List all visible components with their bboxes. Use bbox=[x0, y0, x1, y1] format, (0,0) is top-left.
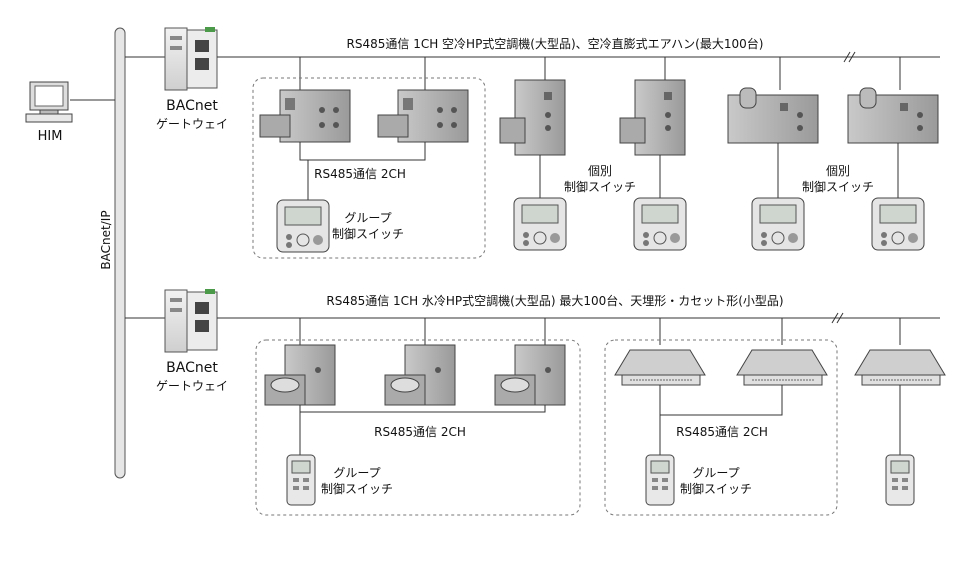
direct-expansion-unit bbox=[847, 87, 939, 144]
ac-unit-large bbox=[377, 89, 469, 143]
air-handler-unit bbox=[619, 79, 686, 156]
row1-individual-switch-a-line2: 制御スイッチ bbox=[564, 179, 636, 194]
cassette-unit bbox=[614, 349, 706, 386]
row2-group-box-b bbox=[604, 339, 838, 516]
water-cooled-unit bbox=[384, 344, 456, 406]
cassette-unit bbox=[736, 349, 828, 386]
individual-control-remote bbox=[885, 454, 915, 506]
row2-group-link-b bbox=[659, 385, 783, 416]
row2-group-switch-b-line2: 制御スイッチ bbox=[680, 481, 752, 496]
row1-individual-switch-b-line2: 制御スイッチ bbox=[802, 179, 874, 194]
row2-group-switch-a-line2: 制御スイッチ bbox=[321, 481, 393, 496]
individual-control-switch bbox=[633, 197, 687, 251]
row1-group-link bbox=[299, 142, 426, 161]
row1-group-link-label: RS485通信 2CH bbox=[314, 167, 406, 181]
gateway-1-label-1: BACnet bbox=[166, 98, 218, 114]
row1-rs485-bus: RS485通信 1CH 空冷HP式空調機(大型品)、空冷直膨式エアハン(最大10… bbox=[217, 36, 940, 90]
cassette-unit bbox=[854, 349, 946, 386]
him-label: HIM bbox=[38, 129, 63, 144]
group-control-switch bbox=[276, 199, 330, 253]
individual-control-switch bbox=[871, 197, 925, 251]
row2-group-box-a bbox=[255, 339, 581, 516]
row2-group-link-a bbox=[299, 405, 546, 413]
row1-bus-title: RS485通信 1CH 空冷HP式空調機(大型品)、空冷直膨式エアハン(最大10… bbox=[347, 36, 764, 51]
air-handler-unit bbox=[499, 79, 566, 156]
row1-group-switch-line1: グループ bbox=[344, 211, 391, 225]
bacnet-gateway-1: BACnet ゲートウェイ bbox=[125, 27, 228, 131]
row2-group-switch-b-line1: グループ bbox=[692, 466, 739, 480]
row2-group-link-a-label: RS485通信 2CH bbox=[374, 425, 466, 439]
water-cooled-unit bbox=[494, 344, 566, 406]
group-control-remote bbox=[645, 454, 675, 506]
direct-expansion-unit bbox=[727, 87, 819, 144]
gateway-2-label-1: BACnet bbox=[166, 360, 218, 376]
individual-control-switch bbox=[513, 197, 567, 251]
him-terminal: HIM bbox=[25, 81, 115, 144]
row1-group-switch-line2: 制御スイッチ bbox=[332, 226, 404, 241]
bacnet-gateway-2: BACnet ゲートウェイ bbox=[125, 289, 228, 393]
row2-rs485-bus: RS485通信 1CH 水冷HP式空調機(大型品) 最大100台、天埋形・カセッ… bbox=[217, 293, 940, 345]
group-control-remote bbox=[286, 454, 316, 506]
water-cooled-unit bbox=[264, 344, 336, 406]
row1-group-box bbox=[252, 77, 486, 259]
bus-label: BACnet/IP bbox=[99, 210, 113, 269]
gateway-2-label-2: ゲートウェイ bbox=[156, 379, 228, 393]
ac-unit-large bbox=[259, 89, 351, 143]
row2-group-switch-a-line1: グループ bbox=[333, 466, 380, 480]
gateway-1-label-2: ゲートウェイ bbox=[156, 117, 228, 131]
row1-individual-switch-a-line1: 個別 bbox=[588, 164, 612, 178]
row2-group-link-b-label: RS485通信 2CH bbox=[676, 425, 768, 439]
row1-individual-switch-b-line1: 個別 bbox=[826, 164, 850, 178]
individual-control-switch bbox=[751, 197, 805, 251]
row2-bus-title: RS485通信 1CH 水冷HP式空調機(大型品) 最大100台、天埋形・カセッ… bbox=[326, 293, 783, 308]
bacnet-ip-bus: BACnet/IP bbox=[99, 27, 126, 479]
